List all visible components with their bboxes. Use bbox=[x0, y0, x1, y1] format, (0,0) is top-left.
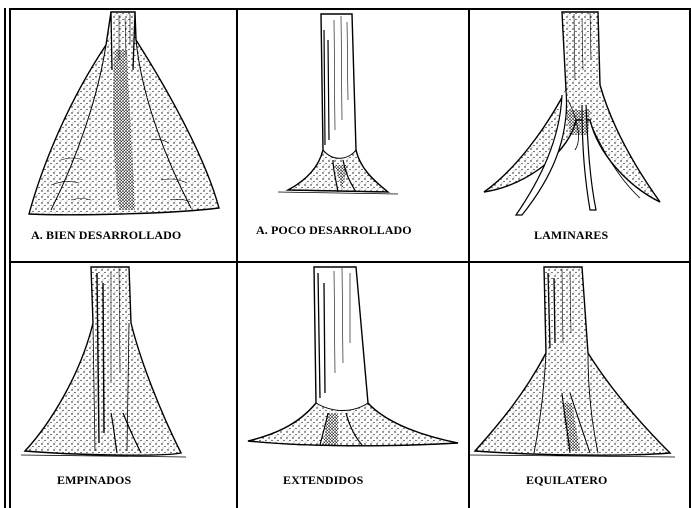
panel-label: A. BIEN DESARROLLADO bbox=[31, 228, 181, 243]
panel-label: EMPINADOS bbox=[57, 473, 131, 488]
panel-bien-desarrollado: A. BIEN DESARROLLADO bbox=[11, 10, 236, 261]
panel-label: EXTENDIDOS bbox=[283, 473, 363, 488]
tree-base-illustration bbox=[238, 263, 468, 508]
panel-extendidos: EXTENDIDOS bbox=[238, 263, 468, 508]
panel-equilatero: EQUILATERO bbox=[470, 263, 689, 508]
panel-empinados: EMPINADOS bbox=[11, 263, 236, 508]
tree-base-illustration bbox=[11, 263, 236, 508]
tree-base-illustration bbox=[11, 10, 236, 261]
panel-laminares: LAMINARES bbox=[470, 10, 689, 261]
tree-base-illustration bbox=[470, 10, 689, 261]
outer-border-left-double bbox=[4, 8, 6, 508]
panel-poco-desarrollado: A. POCO DESARROLLADO bbox=[238, 10, 468, 261]
panel-label: A. POCO DESARROLLADO bbox=[256, 223, 412, 238]
panel-label: EQUILATERO bbox=[526, 473, 607, 488]
panel-label: LAMINARES bbox=[534, 228, 608, 243]
tree-base-illustration bbox=[470, 263, 689, 508]
